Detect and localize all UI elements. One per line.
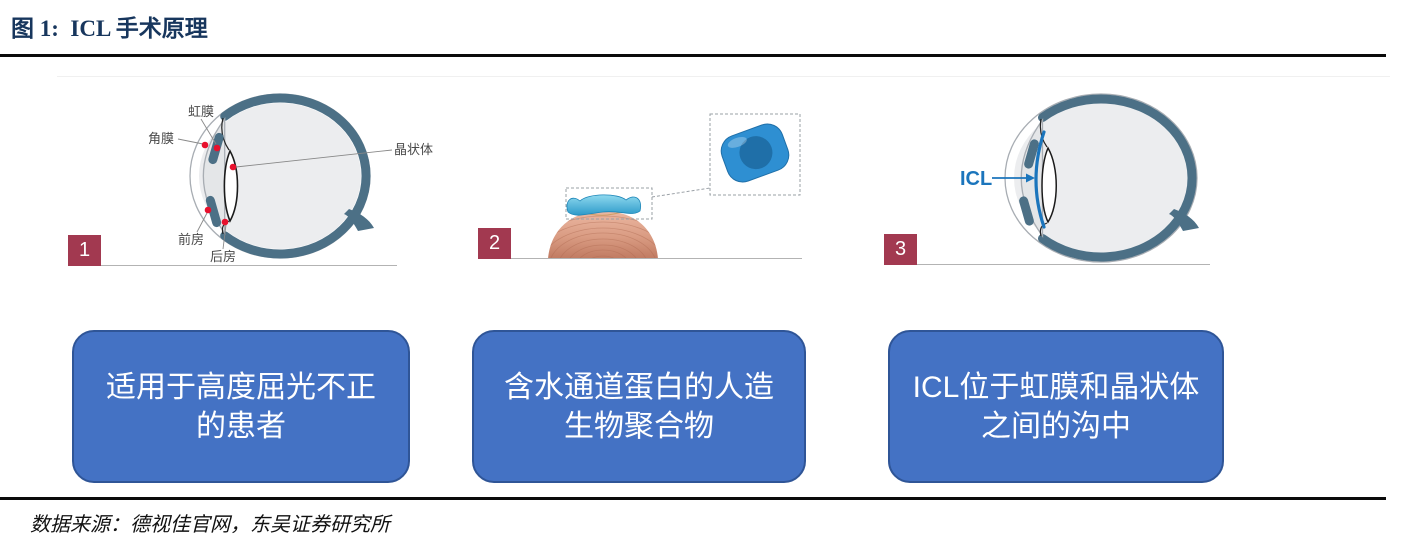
iris-dot bbox=[213, 144, 221, 152]
image-top-edge bbox=[57, 76, 1390, 77]
vitreous-body bbox=[199, 103, 361, 249]
icl-implant-curve bbox=[1034, 130, 1046, 229]
source-divider bbox=[0, 497, 1386, 500]
step-3-baseline bbox=[917, 264, 1210, 265]
iris-leader-line bbox=[200, 118, 217, 145]
icl-implanted-eye-diagram: ICL bbox=[960, 93, 1199, 263]
figure-title: 图 1: ICL 手术原理 bbox=[11, 16, 208, 41]
cornea-leader-line bbox=[177, 138, 204, 145]
step-1-baseline bbox=[101, 265, 397, 266]
optic-nerve bbox=[1169, 209, 1199, 231]
step-3-callout-line1: ICL位于虹膜和晶状体 bbox=[912, 370, 1200, 404]
step-1-callout-line2: 的患者 bbox=[196, 409, 286, 443]
anterior-chamber-leader-line bbox=[196, 212, 208, 233]
icl-label: ICL bbox=[960, 168, 992, 190]
crystalline-lens bbox=[1041, 146, 1057, 224]
step-2-callout-line1: 含水通道蛋白的人造 bbox=[504, 370, 774, 404]
step-1-badge: 1 bbox=[68, 235, 101, 266]
vitreous-body bbox=[1014, 103, 1188, 253]
posterior-chamber-leader-line bbox=[222, 224, 227, 250]
cornea-label: 角膜 bbox=[148, 131, 174, 146]
step-2-callout-line2: 生物聚合物 bbox=[564, 409, 714, 443]
optic-nerve bbox=[344, 209, 374, 231]
cornea-dot bbox=[201, 141, 209, 149]
step-3-badge: 3 bbox=[884, 234, 917, 265]
step-3-callout-line2: 之间的沟中 bbox=[981, 409, 1131, 443]
iris-top bbox=[1024, 139, 1039, 169]
step-2-callout: 含水通道蛋白的人造 生物聚合物 bbox=[472, 330, 806, 483]
anterior-chamber-dot bbox=[204, 206, 212, 214]
sclera-ring bbox=[1038, 94, 1197, 262]
step-2-badge: 2 bbox=[478, 228, 511, 259]
posterior-chamber-dot bbox=[221, 218, 229, 226]
zonule-line-top bbox=[1039, 118, 1048, 148]
source-caption: 数据来源：德视佳官网，东吴证券研究所 bbox=[30, 514, 390, 536]
fingerprint-ridges bbox=[548, 215, 658, 259]
zoom-connector-line bbox=[651, 187, 711, 198]
icl-arrowhead bbox=[1026, 173, 1035, 183]
icl-lens-3d bbox=[720, 123, 790, 183]
iris-label: 虹膜 bbox=[188, 104, 214, 119]
zoom-region-box bbox=[565, 187, 653, 220]
eye-anatomy-diagram: 虹膜 角膜 晶状体 前房 后房 bbox=[148, 93, 433, 264]
posterior-chamber-label: 后房 bbox=[210, 249, 236, 264]
iris-bottom bbox=[1019, 196, 1034, 226]
anterior-chamber-label: 前房 bbox=[178, 232, 204, 247]
title-divider bbox=[0, 54, 1386, 57]
finger-lens-photo bbox=[548, 113, 801, 259]
lens-leader-line bbox=[235, 149, 393, 168]
step-1-callout: 适用于高度屈光不正 的患者 bbox=[72, 330, 410, 483]
fingertip bbox=[548, 211, 658, 259]
step-1-callout-line1: 适用于高度屈光不正 bbox=[106, 370, 376, 404]
step-2-baseline bbox=[511, 258, 802, 259]
folded-icl-lens bbox=[566, 194, 642, 216]
lens-label: 晶状体 bbox=[394, 142, 433, 157]
step-3-callout: ICL位于虹膜和晶状体 之间的沟中 bbox=[888, 330, 1224, 483]
sclera-ring bbox=[220, 93, 371, 259]
iris-bottom bbox=[205, 195, 222, 228]
zonule-line-bottom bbox=[1039, 222, 1048, 237]
lens-dot bbox=[229, 163, 237, 171]
